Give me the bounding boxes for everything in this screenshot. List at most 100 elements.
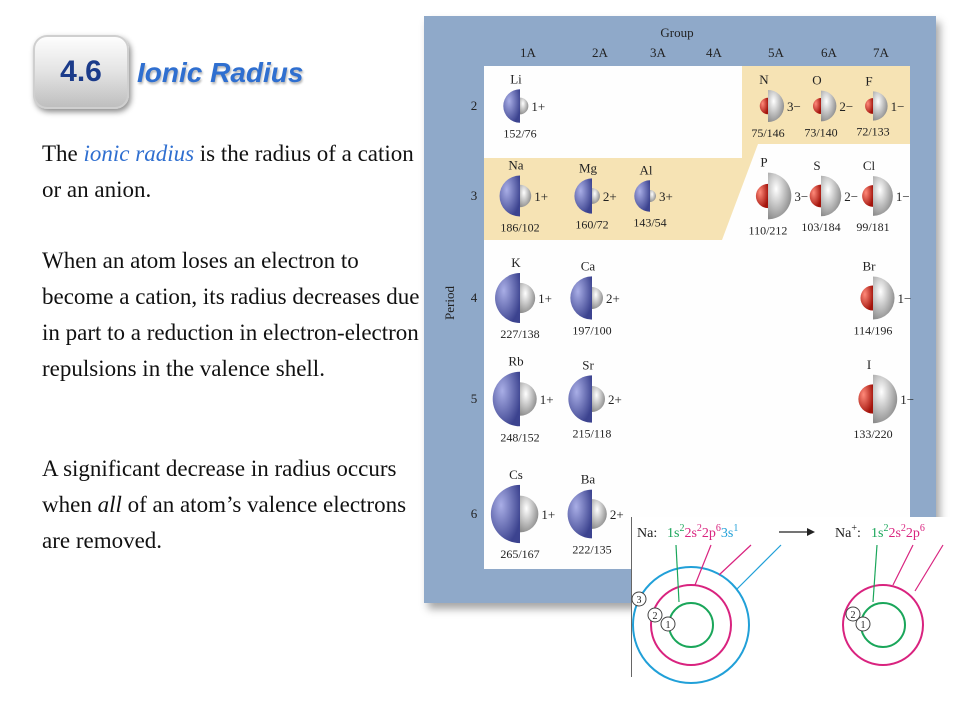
element-symbol: O	[812, 73, 821, 88]
element-cell: Rb1+248/152	[492, 354, 554, 444]
config-2p: 2p	[702, 526, 716, 541]
atom-half-sphere	[499, 175, 520, 217]
element-symbol: Li	[510, 71, 522, 86]
radius-pair: 72/133	[856, 125, 889, 139]
element-symbol: Cl	[863, 158, 876, 173]
shell-badge-3: 3	[631, 591, 647, 607]
ion-charge: 1+	[534, 189, 548, 204]
radius-pair: 133/220	[853, 427, 892, 441]
section-title: Ionic Radius	[137, 57, 304, 88]
config-2s-exp: 2	[697, 523, 702, 534]
ion-charge: 1−	[898, 291, 912, 306]
radius-pair: 160/72	[575, 218, 608, 232]
shell-3-ring	[632, 566, 750, 684]
element-symbol: Al	[640, 162, 653, 177]
shell-badge-3-text: 3	[637, 595, 642, 606]
atom-half-sphere	[755, 183, 768, 209]
radius-pair: 114/196	[854, 324, 893, 338]
na-ion-symbol: Na	[835, 526, 852, 541]
ion-config-2s-exp: 2	[901, 523, 906, 534]
radius-pair: 110/212	[749, 223, 788, 237]
ion-shell-badge-2: 2	[845, 606, 861, 622]
atom-half-sphere	[492, 371, 520, 427]
element-symbol: Br	[863, 258, 877, 273]
text-run: is the radius of a cation or an anion.	[42, 141, 414, 202]
leader-1s	[675, 544, 680, 603]
ion-charge: 2+	[606, 291, 620, 306]
period-title: Period	[442, 286, 457, 320]
group-label: 6A	[821, 45, 838, 60]
element-symbol: Cs	[509, 467, 523, 482]
radius-pair: 75/146	[751, 126, 784, 140]
text-run: The	[42, 141, 84, 166]
electron-configuration-inset: Na: 1s22s22p63s1 Na+: 1s22s22p6 3 2 1 2 …	[631, 517, 960, 720]
ion-half-sphere	[873, 276, 895, 320]
radius-pair: 197/100	[572, 324, 611, 338]
element-symbol: F	[865, 73, 872, 88]
ion-half-sphere	[592, 287, 603, 309]
element-symbol: K	[511, 255, 521, 270]
leader-3s	[736, 544, 782, 590]
ion-half-sphere	[650, 190, 656, 202]
ion-charge: 1−	[900, 392, 914, 407]
na-config: 1s22s22p63s1	[667, 523, 738, 541]
group-label: 5A	[768, 45, 785, 60]
element-cell: N3−75/146	[751, 72, 801, 140]
group-title: Group	[660, 25, 693, 40]
radius-pair: 143/54	[633, 216, 666, 230]
na-label: Na:	[637, 526, 657, 541]
ion-charge: 1+	[540, 392, 554, 407]
atom-half-sphere	[812, 97, 821, 115]
atom-half-sphere	[858, 384, 873, 414]
ion-half-sphere	[873, 374, 898, 424]
group-label: 7A	[873, 45, 890, 60]
radius-pair: 73/140	[804, 125, 837, 139]
atom-half-sphere	[860, 285, 873, 311]
element-cell: O 2−73/140	[804, 73, 853, 140]
element-symbol: S	[813, 158, 820, 173]
ion-shell-badge-1: 1	[855, 616, 871, 632]
ion-half-sphere	[592, 386, 605, 412]
ion-half-sphere	[520, 495, 539, 533]
ion-shell-badge-2-text: 2	[851, 610, 856, 621]
ion-shell-2-ring	[842, 584, 924, 666]
shell-badge-1: 1	[660, 616, 676, 632]
definition-paragraph: The ionic radius is the radius of a cati…	[42, 136, 432, 208]
electron-shell-diagram: Na: 1s22s22p63s1 Na+: 1s22s22p6 3 2 1 2 …	[631, 517, 944, 684]
na-ion-charge: +	[851, 523, 857, 534]
ion-half-sphere	[821, 90, 837, 122]
radius-pair: 227/138	[500, 327, 539, 341]
group-label: 1A	[520, 45, 537, 60]
element-cell: Al 3+ 143/54	[633, 162, 672, 229]
element-cell: I1−133/220	[853, 357, 914, 441]
na-ion-config: 1s22s22p6	[871, 523, 925, 541]
shell-1-ring	[668, 602, 714, 648]
valence-paragraph: A significant decrease in radius occurs …	[42, 451, 432, 559]
atom-half-sphere	[568, 375, 592, 423]
ion-charge: 1−	[896, 189, 910, 204]
element-cell: P3−110/212	[749, 155, 809, 238]
ion-config-2s: 2s	[888, 526, 900, 541]
ion-charge: 1−	[891, 99, 905, 114]
atom-half-sphere	[759, 97, 768, 115]
element-cell: Mg2+160/72	[574, 160, 617, 232]
na-ion-colon: :	[857, 526, 861, 541]
element-symbol: P	[760, 155, 767, 170]
atom-half-sphere	[503, 89, 520, 123]
atom-half-sphere	[567, 489, 592, 539]
ion-charge: 2−	[839, 99, 853, 114]
ion-half-sphere	[821, 175, 842, 217]
text-run: of an atom’s valence electrons are remov…	[42, 492, 407, 553]
ion-leader-1s	[872, 544, 878, 603]
ion-charge: 3+	[659, 189, 673, 204]
radius-pair: 215/118	[573, 427, 612, 441]
ion-config-1s: 1s	[871, 526, 883, 541]
element-cell: Cl1−99/181	[856, 158, 909, 234]
period-label: 2	[471, 98, 478, 113]
period-label: 3	[471, 188, 478, 203]
ion-charge: 2+	[610, 507, 624, 522]
atom-half-sphere	[574, 178, 592, 214]
